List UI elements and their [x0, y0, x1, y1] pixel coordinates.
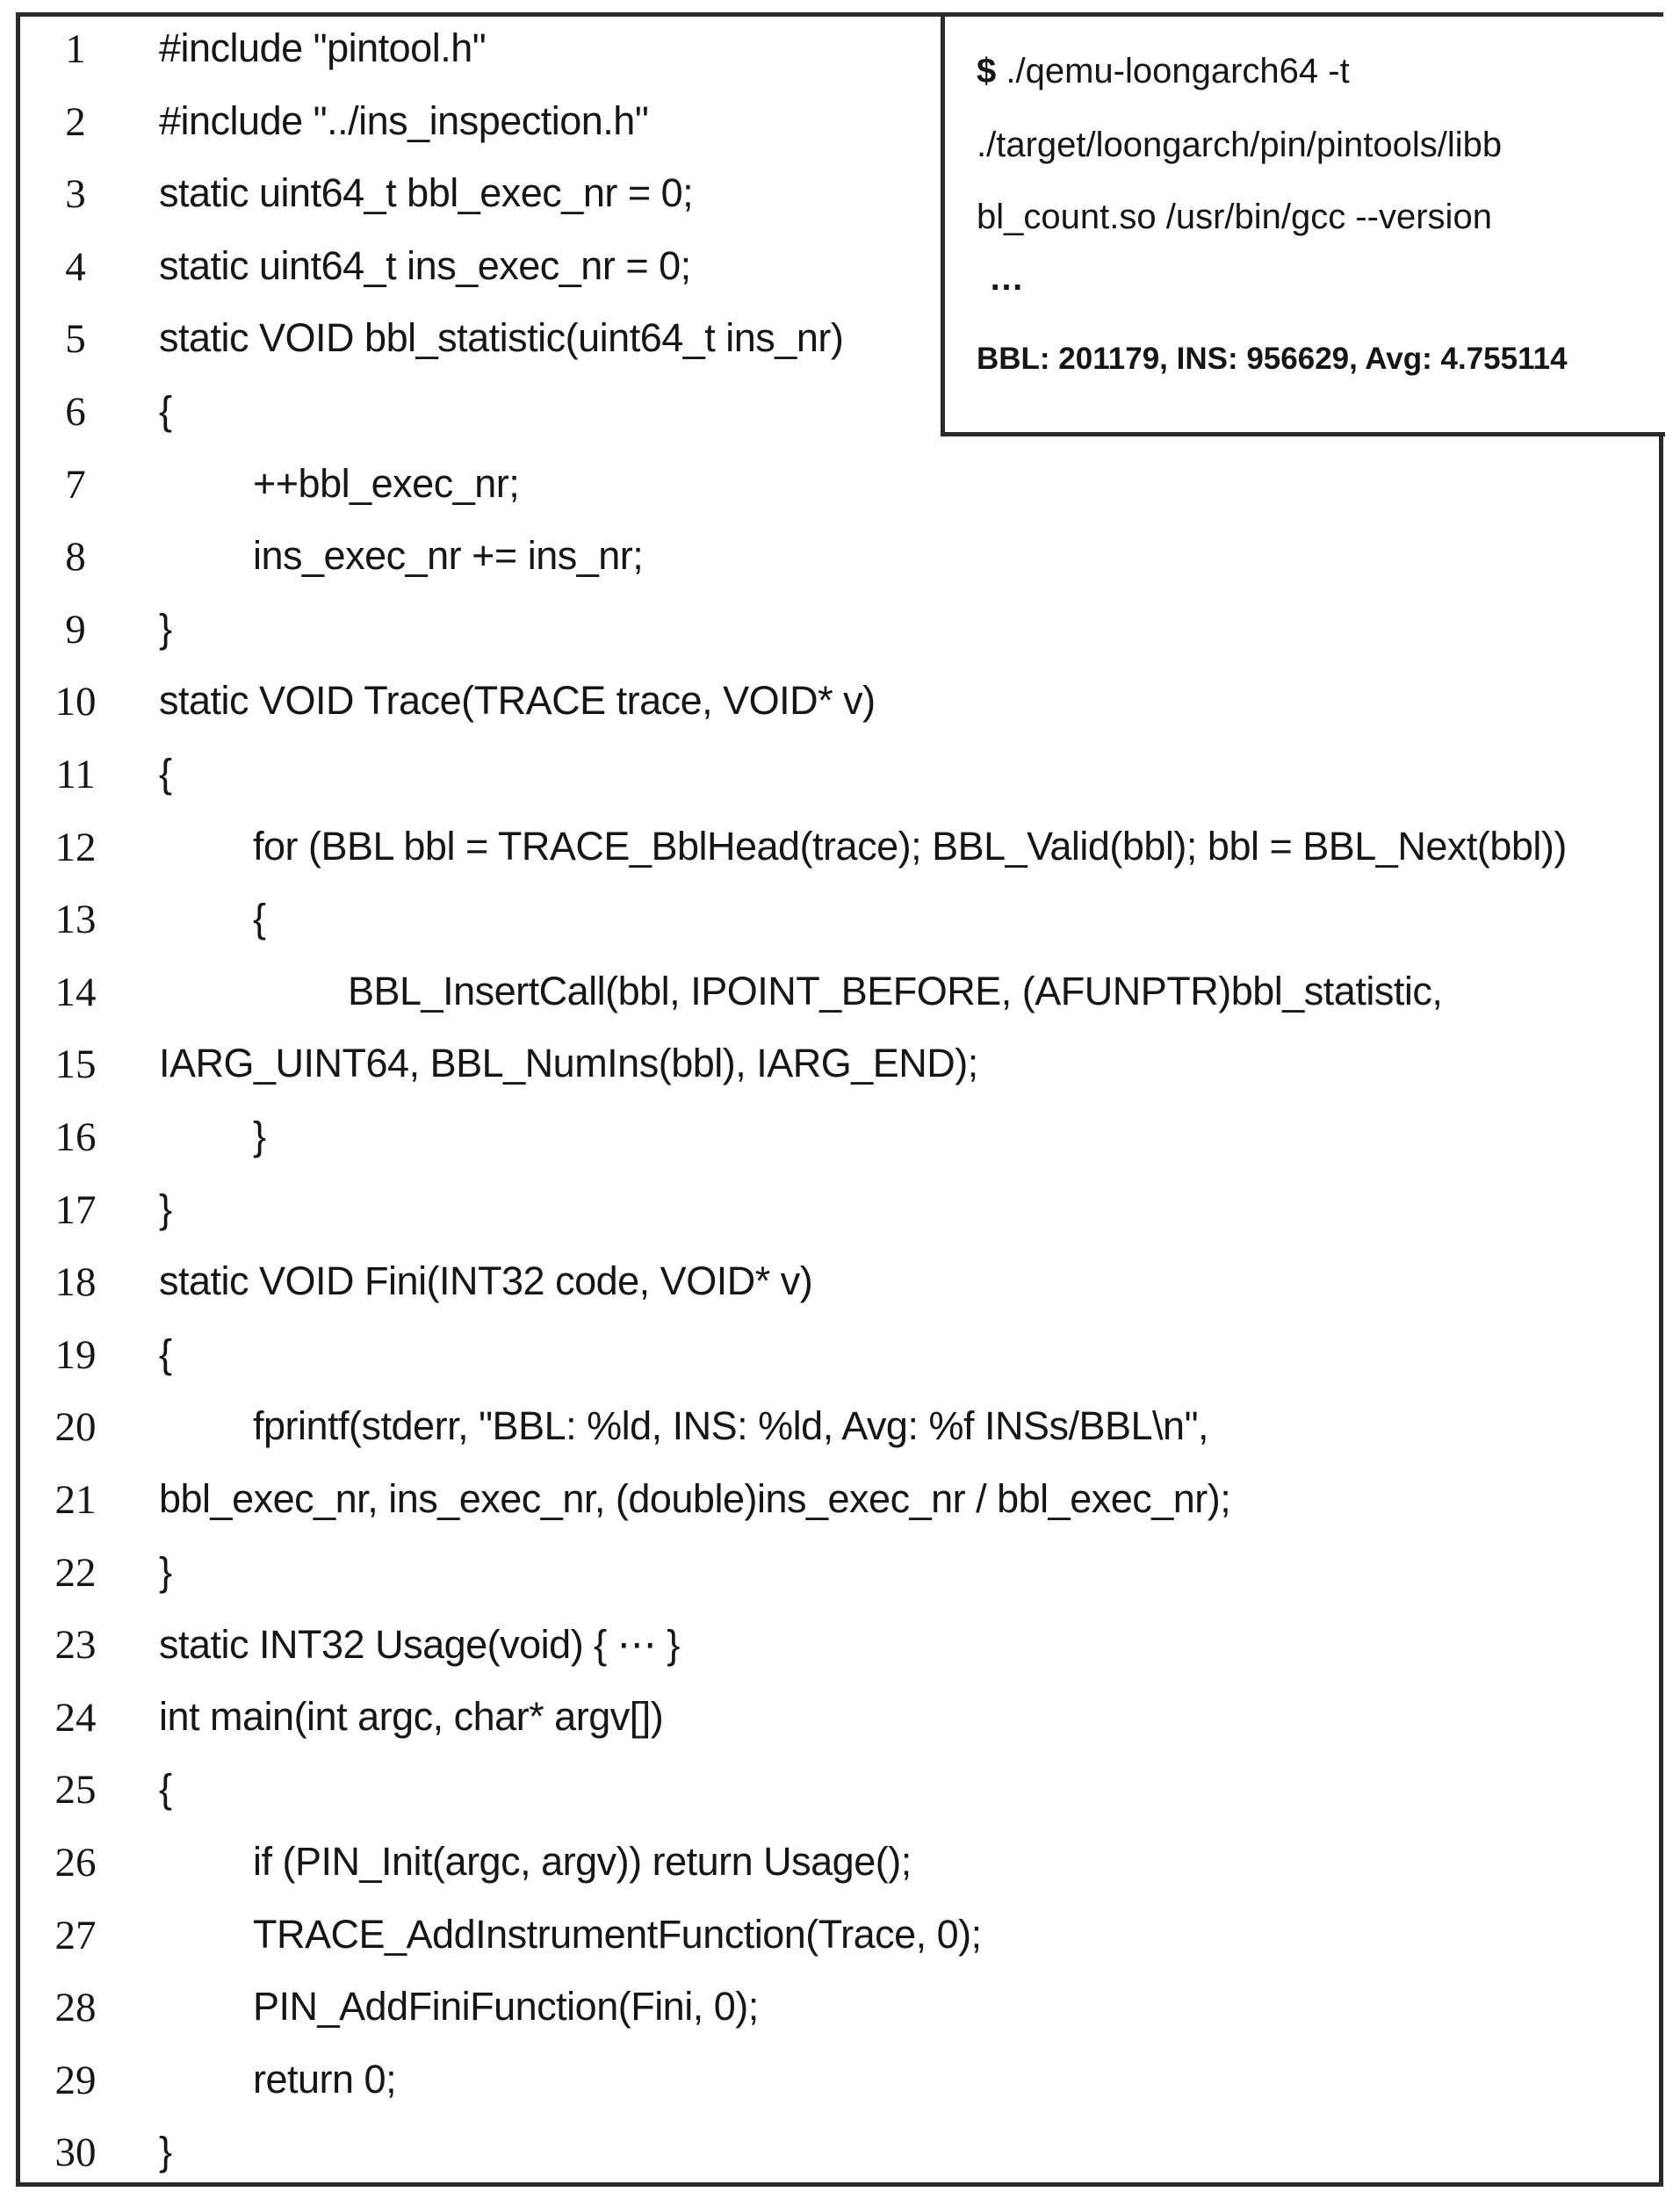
line-number: 7: [65, 461, 86, 508]
terminal-prompt: $: [977, 52, 997, 90]
line-number: 28: [54, 1985, 97, 2031]
code-line: 26 if (PIN_Init(argc, argv)) return Usage…: [20, 1830, 1659, 1902]
code-text: return 0;: [253, 2056, 397, 2102]
line-number: 3: [65, 171, 86, 218]
line-number: 25: [54, 1767, 97, 1813]
code-text: ins_exec_nr += ins_nr;: [253, 533, 644, 579]
code-text: {: [159, 388, 172, 433]
line-number: 29: [54, 2057, 97, 2103]
code-text: static VOID bbl_statistic(uint64_t ins_n…: [159, 315, 844, 361]
code-text: {: [159, 751, 172, 796]
code-text: }: [159, 605, 172, 651]
code-text: static uint64_t ins_exec_nr = 0;: [159, 242, 691, 288]
code-line: 19 {: [20, 1323, 1659, 1395]
line-number: 6: [65, 389, 86, 435]
line-number: 22: [54, 1549, 97, 1596]
line-number: 24: [54, 1694, 97, 1741]
code-line: 17}: [20, 1178, 1659, 1250]
code-line: 8 ins_exec_nr += ins_nr;: [20, 524, 1659, 596]
line-number: 10: [54, 679, 97, 725]
line-number: 11: [55, 752, 96, 797]
line-number: 5: [65, 316, 86, 363]
code-line: 4 static uint64_t ins_exec_nr = 0;: [20, 234, 1659, 306]
code-line: 14 BBL_InsertCall(bbl, IPOINT_BEFORE, (AF…: [20, 960, 1659, 1032]
line-number: 26: [54, 1840, 97, 1885]
line-number: 9: [65, 606, 86, 652]
code-text: IARG_UINT64, BBL_NumIns(bbl), IARG_END);: [159, 1041, 978, 1086]
line-number: 4: [65, 243, 86, 290]
code-text: ++bbl_exec_nr;: [253, 460, 520, 506]
code-text: {: [159, 1766, 172, 1812]
terminal-ellipsis: …: [989, 259, 1024, 298]
code-line: 1 #include "pintool.h": [20, 17, 1659, 89]
code-text: }: [159, 1548, 172, 1594]
line-number: 8: [65, 534, 86, 580]
code-line: 22}: [20, 1540, 1659, 1612]
code-line: 18 static VOID Fini(INT32 code, VOID* v): [20, 1250, 1659, 1322]
code-line: 16}: [20, 1105, 1659, 1177]
line-number: 1: [65, 26, 86, 72]
code-text: static INT32 Usage(void) { ⋯ }: [159, 1622, 680, 1668]
line-number: 23: [54, 1622, 97, 1669]
code-line: 12 for (BBL bbl = TRACE_BblHead(trace); B…: [20, 815, 1659, 887]
code-line: 6{: [20, 379, 1659, 451]
code-text: for (BBL bbl = TRACE_BblHead(trace); BBL…: [253, 823, 1567, 869]
code-line: 30}: [20, 2120, 1659, 2192]
code-line: 25 {: [20, 1757, 1659, 1829]
code-line: 24 int main(int argc, char* argv[]): [20, 1685, 1659, 1757]
line-number: 27: [54, 1912, 97, 1958]
code-text: }: [159, 1186, 172, 1231]
code-text: #include "../ins_inspection.h": [159, 97, 649, 143]
terminal-result-line: BBL: 201179, INS: 956629, Avg: 4.755114: [977, 342, 1568, 376]
code-text: fprintf(stderr, "BBL: %ld, INS: %ld, Avg…: [253, 1403, 1209, 1449]
line-number: 21: [54, 1477, 97, 1523]
line-number: 19: [54, 1331, 97, 1378]
line-number: 30: [54, 2130, 97, 2176]
line-number: 2: [65, 98, 86, 145]
terminal-command-line-1: $ ./qemu-loongarch64 -t: [977, 52, 1350, 91]
code-line: 28 PIN_AddFiniFunction(Fini, 0);: [20, 1975, 1659, 2047]
code-text: #include "pintool.h": [159, 25, 487, 70]
terminal-command-line-2: ./target/loongarch/pin/pintools/libb: [977, 126, 1503, 164]
code-line: 15 IARG_UINT64, BBL_NumIns(bbl), IARG_END…: [20, 1032, 1659, 1104]
code-line: 7 ++bbl_exec_nr;: [20, 452, 1659, 524]
code-line: 3 static uint64_t bbl_exec_nr = 0;: [20, 162, 1659, 234]
code-text: bbl_exec_nr, ins_exec_nr, (double)ins_ex…: [159, 1476, 1231, 1521]
code-text: static uint64_t bbl_exec_nr = 0;: [159, 170, 694, 216]
code-line: 23 static INT32 Usage(void) { ⋯ }: [20, 1612, 1659, 1684]
code-line: 13 {: [20, 887, 1659, 959]
code-line: 11 {: [20, 742, 1659, 814]
code-text: }: [253, 1114, 266, 1158]
code-line: 5 static VOID bbl_statistic(uint64_t ins_…: [20, 306, 1659, 379]
code-line: 27 TRACE_AddInstrumentFunction(Trace, 0);: [20, 1903, 1659, 1975]
line-number: 12: [54, 824, 97, 870]
code-text: static VOID Trace(TRACE trace, VOID* v): [159, 678, 876, 724]
code-text: PIN_AddFiniFunction(Fini, 0);: [253, 1984, 759, 2030]
terminal-output-box: $ ./qemu-loongarch64 -t ./target/loongar…: [941, 17, 1665, 436]
code-text: BBL_InsertCall(bbl, IPOINT_BEFORE, (AFUN…: [348, 968, 1443, 1013]
code-text: int main(int argc, char* argv[]): [159, 1693, 664, 1739]
line-number: 18: [54, 1259, 97, 1306]
code-line: 29 return 0;: [20, 2048, 1659, 2120]
code-text: }: [159, 2129, 172, 2174]
line-number: 14: [54, 969, 97, 1015]
line-number: 13: [54, 897, 97, 943]
code-line: 9}: [20, 597, 1659, 669]
code-line: 21 bbl_exec_nr, ins_exec_nr, (double)ins_…: [20, 1467, 1659, 1539]
terminal-command-text: ./qemu-loongarch64 -t: [996, 52, 1350, 90]
code-text: TRACE_AddInstrumentFunction(Trace, 0);: [253, 1911, 982, 1957]
line-number: 16: [54, 1114, 97, 1160]
code-text: {: [253, 896, 266, 941]
line-number: 17: [54, 1186, 97, 1233]
code-line: 10 static VOID Trace(TRACE trace, VOID* v…: [20, 669, 1659, 741]
line-number: 20: [54, 1404, 97, 1451]
code-text: if (PIN_Init(argc, argv)) return Usage()…: [253, 1839, 912, 1884]
code-listing-frame: 1 #include "pintool.h" 2 #include "../ins_i…: [16, 12, 1665, 2187]
code-text: static VOID Fini(INT32 code, VOID* v): [159, 1258, 813, 1304]
code-line: 2 #include "../ins_inspection.h": [20, 90, 1659, 162]
terminal-command-line-3: bl_count.so /usr/bin/gcc --version: [977, 198, 1492, 236]
line-number: 15: [54, 1042, 97, 1088]
code-text: {: [159, 1330, 172, 1376]
code-line: 20 fprintf(stderr, "BBL: %ld, INS: %ld, A…: [20, 1395, 1659, 1467]
